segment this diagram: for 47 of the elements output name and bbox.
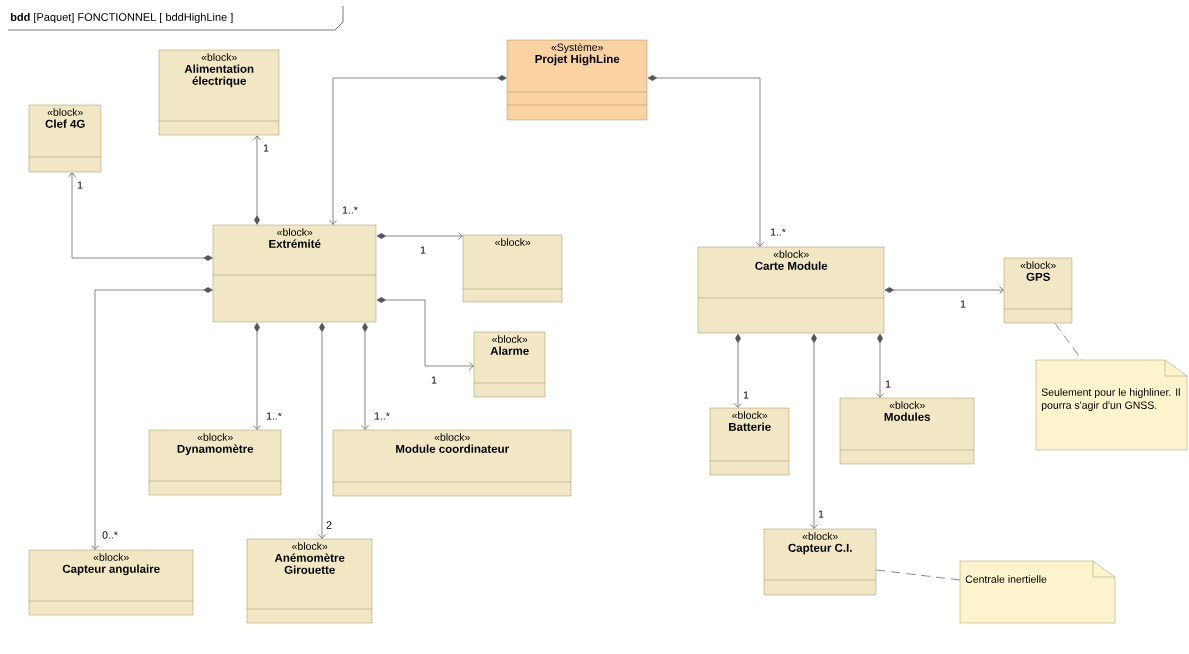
composition-arrow [884, 286, 1004, 294]
block-box: «block» Alarme [473, 331, 546, 398]
block-box: «block» Anémomètre Girouette [246, 538, 373, 624]
block-box: «block» Capteur angulaire [28, 549, 194, 616]
multiplicity-label: 1..* [341, 205, 359, 215]
block-box: «Système» Projet HighLine [506, 39, 648, 121]
composition-arrow [376, 297, 474, 370]
multiplicity-label: 1 [76, 180, 84, 190]
multiplicity-label: 1 [430, 375, 438, 385]
note: Seulement pour le highliner. Il pourra s'agir d'un GNSS. [1035, 359, 1188, 451]
anchor-line [876, 569, 961, 581]
multiplicity-label: 1..* [373, 411, 391, 421]
multiplicity-label: 1 [817, 509, 825, 519]
composition-arrow [734, 333, 742, 408]
composition-arrow [376, 232, 463, 240]
block-box: «block» Alimentation électrique [158, 49, 280, 136]
multiplicity-label: 2 [325, 520, 333, 530]
composition-arrow [361, 322, 369, 430]
block-box: «block» Clef 4G [28, 104, 102, 173]
composition-arrow [876, 333, 884, 398]
block-box: «block» GPS [1003, 257, 1073, 324]
multiplicity-label: 1 [884, 379, 892, 389]
block-box: «block» Modules [839, 397, 975, 465]
note: Centrale inertielle [959, 560, 1116, 624]
multiplicity-label: 1..* [769, 227, 787, 237]
composition-arrow [253, 135, 261, 225]
multiplicity-label: 1 [419, 245, 427, 255]
multiplicity-label: 0..* [101, 530, 119, 540]
block-box: «block» Carte Module [697, 246, 885, 334]
composition-arrow [318, 322, 326, 539]
composition-arrow [68, 172, 213, 261]
multiplicity-label: 1 [262, 143, 270, 153]
composition-arrow [329, 75, 507, 225]
multiplicity-label: 1 [742, 390, 750, 400]
block-box: «block» Dynamomètre [148, 429, 282, 496]
block-box: «block» Batterie [709, 407, 790, 476]
multiplicity-label: 1..* [265, 411, 283, 421]
composition-arrow [91, 287, 213, 550]
block-box: «block» Module coordinateur [332, 429, 572, 497]
block-box: «block» [462, 234, 563, 303]
multiplicity-label: 1 [959, 299, 967, 309]
composition-arrow [253, 322, 261, 430]
frame-tab: bdd [Paquet] FONCTIONNEL [ bddHighLine ] [7, 5, 344, 31]
block-box: «block» Capteur C.I. [763, 528, 877, 596]
composition-arrow [810, 333, 818, 529]
block-box: «block» Extrémité [212, 224, 377, 323]
composition-arrow [647, 75, 764, 247]
